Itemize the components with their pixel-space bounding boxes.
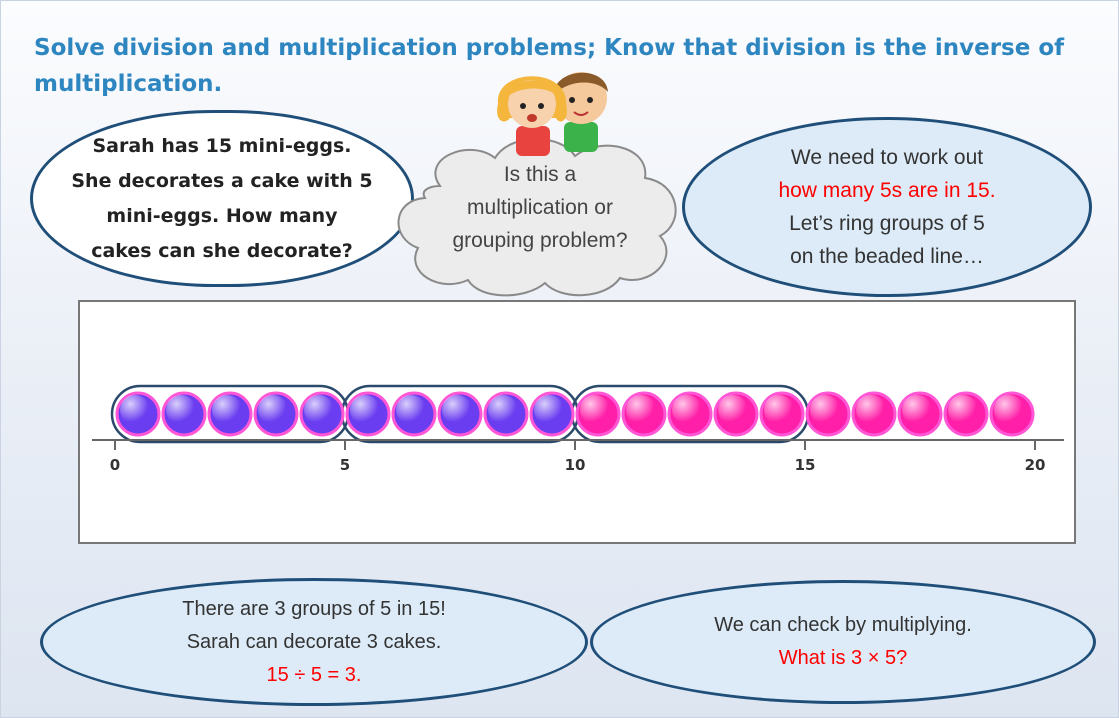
bead-highlight xyxy=(304,395,334,425)
bead-highlight xyxy=(718,395,748,425)
beads xyxy=(115,391,1035,437)
check-speech-bubble: We can check by multiplying. What is 3 ×… xyxy=(590,580,1096,704)
answer-line: There are 3 groups of 5 in 15! xyxy=(182,597,446,620)
work-line: Let’s ring groups of 5 xyxy=(789,212,985,235)
check-line: We can check by multiplying. xyxy=(714,614,972,636)
problem-speech-bubble: Sarah has 15 mini-eggs. She decorates a … xyxy=(30,110,414,287)
cloud-line: grouping problem? xyxy=(452,229,628,252)
problem-line: She decorates a cake with 5 xyxy=(71,169,373,192)
bead-highlight xyxy=(994,395,1024,425)
tick-label: 20 xyxy=(1025,456,1046,474)
bead-highlight xyxy=(350,395,380,425)
bead-highlight xyxy=(534,395,564,425)
page-title: Solve division and multiplication proble… xyxy=(34,35,1065,97)
bead-highlight xyxy=(120,395,150,425)
answer-speech-bubble: There are 3 groups of 5 in 15! Sarah can… xyxy=(40,578,588,706)
bead-highlight xyxy=(626,395,656,425)
multiplication-question: What is 3 × 5? xyxy=(778,647,908,669)
ticks: 0 5 10 15 20 xyxy=(110,440,1046,474)
bead-highlight xyxy=(212,395,242,425)
work-out-speech-bubble: We need to work out how many 5s are in 1… xyxy=(682,117,1092,297)
tick-label: 15 xyxy=(795,456,816,474)
beaded-number-line: 0 5 10 15 20 xyxy=(92,384,1064,474)
bead-highlight xyxy=(442,395,472,425)
bead-highlight xyxy=(396,395,426,425)
bead-highlight xyxy=(258,395,288,425)
tick-label: 0 xyxy=(110,456,120,474)
bead-highlight xyxy=(166,395,196,425)
bead-highlight xyxy=(902,395,932,425)
division-equation: 15 ÷ 5 = 3. xyxy=(266,663,362,686)
bead-highlight xyxy=(948,395,978,425)
children-illustration-icon xyxy=(497,72,608,156)
cloud-line: multiplication or xyxy=(467,196,613,219)
bead-highlight xyxy=(672,395,702,425)
work-line: on the beaded line… xyxy=(790,245,984,268)
beaded-number-line-panel: 0 5 10 15 20 xyxy=(78,300,1076,544)
bead-highlight xyxy=(764,395,794,425)
thought-cloud-text: Is this a multiplication or grouping pro… xyxy=(420,158,660,257)
highlighted-question: how many 5s are in 15. xyxy=(778,179,996,202)
bead-highlight xyxy=(488,395,518,425)
problem-line: Sarah has 15 mini-eggs. xyxy=(92,134,352,157)
work-line: We need to work out xyxy=(790,146,984,169)
tick-label: 10 xyxy=(565,456,586,474)
answer-line: Sarah can decorate 3 cakes. xyxy=(186,630,442,653)
problem-line: mini-eggs. How many xyxy=(106,204,338,227)
work-out-text: We need to work out how many 5s are in 1… xyxy=(778,141,995,273)
bead-highlight xyxy=(810,395,840,425)
thought-cloud: Is this a multiplication or grouping pro… xyxy=(380,128,700,298)
problem-line: cakes can she decorate? xyxy=(91,239,353,262)
bead-highlight xyxy=(856,395,886,425)
bead-highlight xyxy=(580,395,610,425)
check-text: We can check by multiplying. What is 3 ×… xyxy=(714,609,972,675)
tick-label: 5 xyxy=(340,456,350,474)
answer-text: There are 3 groups of 5 in 15! Sarah can… xyxy=(182,593,446,692)
problem-text: Sarah has 15 mini-eggs. She decorates a … xyxy=(71,129,372,269)
cloud-line: Is this a xyxy=(503,163,577,186)
